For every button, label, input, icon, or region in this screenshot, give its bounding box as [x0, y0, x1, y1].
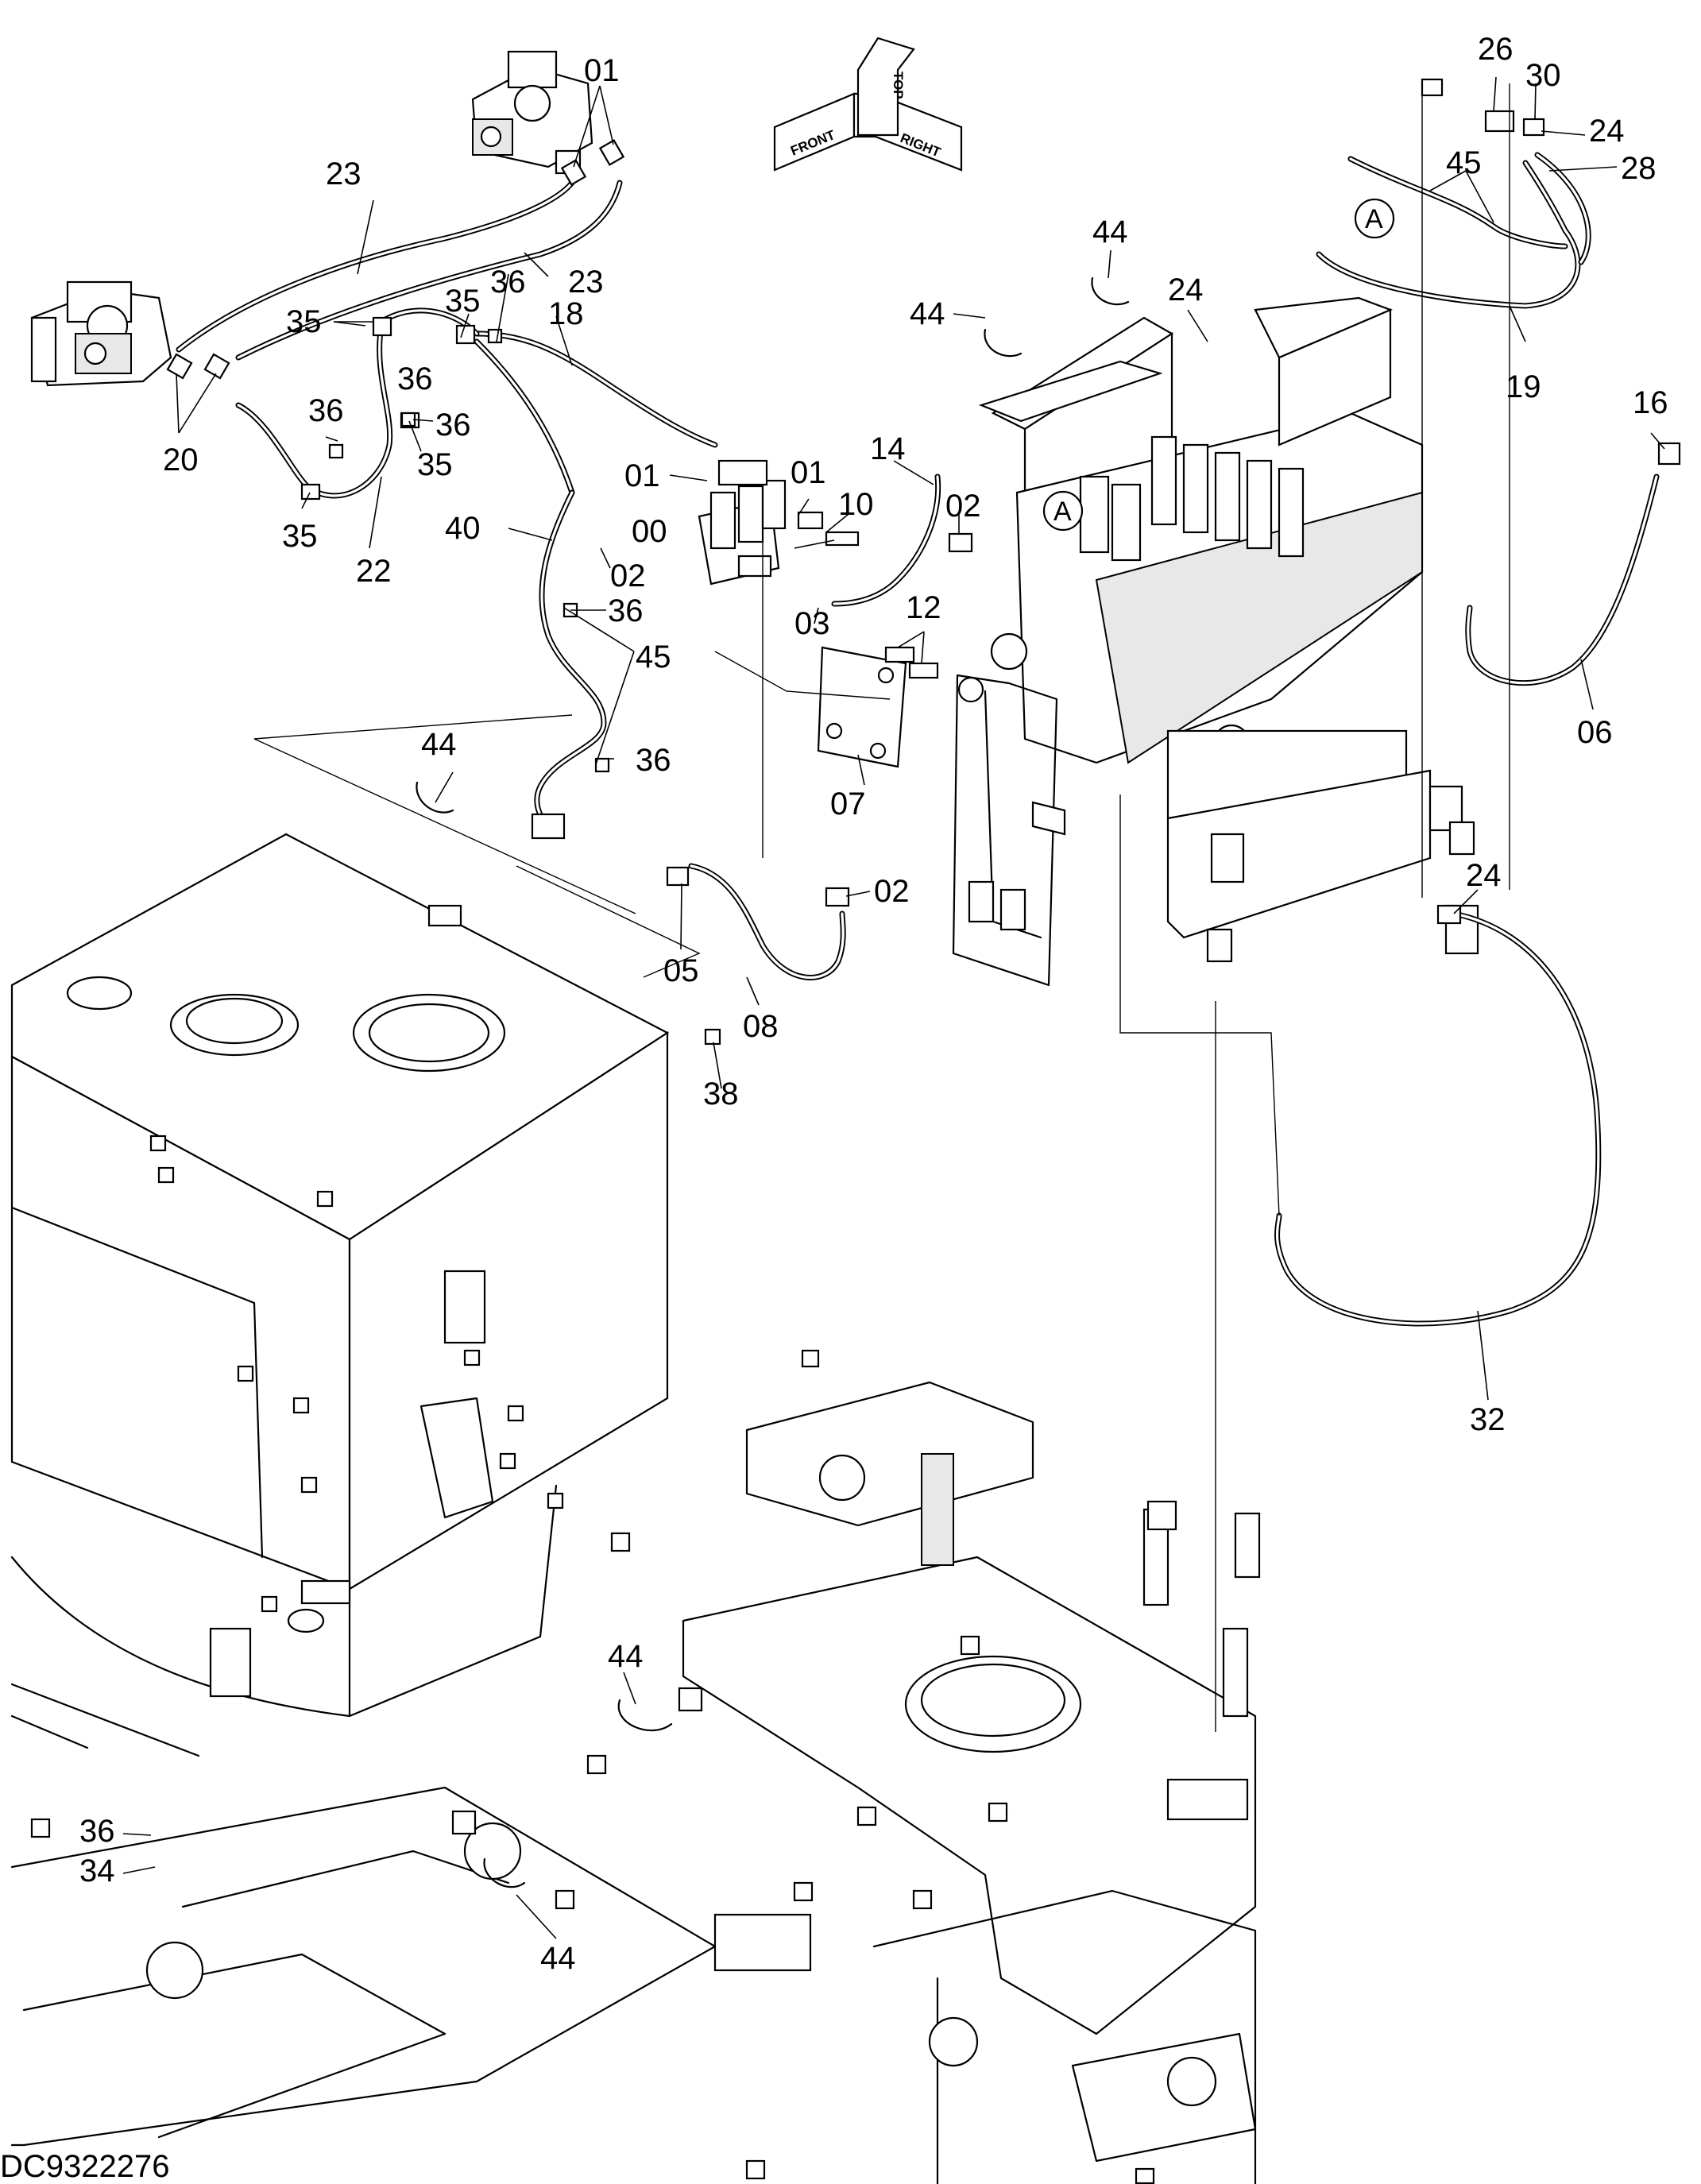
label-08: 08 [743, 1009, 779, 1044]
label-26: 26 [1478, 32, 1514, 67]
label-06: 06 [1577, 715, 1613, 750]
pilot-pump-lower [30, 280, 172, 387]
label-24: 24 [1168, 273, 1204, 307]
label-44: 44 [608, 1639, 644, 1674]
label-36: 36 [608, 593, 644, 628]
label-36: 36 [397, 361, 433, 396]
label-18: 18 [548, 296, 584, 331]
view-marker-a-top-label: A [1365, 204, 1383, 234]
view-marker-a-valve [1042, 490, 1084, 532]
valve-mount-frame [952, 674, 1058, 987]
leader-lines [122, 76, 1665, 1939]
label-44: 44 [421, 727, 457, 762]
label-35: 35 [282, 519, 318, 554]
hose-06 [1465, 474, 1660, 686]
label-44: 44 [540, 1941, 576, 1976]
view-marker-a-top [1354, 198, 1395, 239]
label-28: 28 [1621, 151, 1657, 186]
plate-07 [817, 646, 907, 768]
label-01: 01 [584, 53, 620, 88]
label-40: 40 [445, 511, 481, 546]
label-14: 14 [870, 431, 906, 466]
drawing-code: DC9322276 [0, 2149, 170, 2184]
label-35: 35 [286, 304, 322, 339]
label-45: 45 [636, 640, 671, 675]
label-44: 44 [1092, 215, 1128, 249]
harness-connector [531, 813, 566, 840]
part-labels: 01 23 23 36 18 35 35 36 36 36 20 35 35 2… [79, 32, 1668, 1976]
label-20: 20 [163, 443, 199, 477]
upper-frame [10, 1381, 1257, 2184]
label-36: 36 [490, 265, 526, 300]
label-45: 45 [1446, 145, 1482, 180]
solenoid-valve-00 [698, 459, 860, 586]
main-control-valve [990, 296, 1479, 955]
label-23: 23 [326, 157, 361, 191]
label-07: 07 [830, 787, 866, 821]
label-38: 38 [703, 1077, 739, 1111]
label-30: 30 [1525, 58, 1561, 93]
label-02: 02 [945, 489, 981, 524]
bracket-plate [978, 360, 1163, 423]
label-10: 10 [838, 487, 874, 522]
label-35: 35 [417, 447, 453, 482]
label-36: 36 [636, 743, 671, 778]
label-00: 00 [632, 514, 667, 549]
label-22: 22 [356, 554, 392, 589]
label-23: 23 [568, 265, 604, 300]
label-01: 01 [791, 455, 826, 490]
label-12: 12 [906, 590, 941, 625]
label-32: 32 [1470, 1402, 1506, 1437]
label-24: 24 [1466, 858, 1502, 893]
label-16: 16 [1633, 385, 1668, 420]
label-03: 03 [794, 606, 830, 641]
label-02: 02 [874, 874, 910, 909]
label-34: 34 [79, 1854, 115, 1888]
pilot-pump-upper [471, 50, 593, 175]
label-05: 05 [663, 953, 699, 988]
label-36: 36 [435, 408, 471, 443]
label-36: 36 [79, 1814, 115, 1849]
label-01: 01 [624, 458, 660, 493]
label-19: 19 [1506, 369, 1541, 404]
label-02: 02 [610, 559, 646, 593]
label-44: 44 [910, 296, 945, 331]
hose-08 [688, 863, 846, 980]
label-24: 24 [1589, 114, 1625, 149]
label-35: 35 [445, 284, 481, 319]
orientation-symbol: FRONT TOP RIGHT [773, 37, 963, 172]
label-36: 36 [308, 393, 344, 428]
view-marker-a-valve-label: A [1053, 497, 1072, 527]
orientation-top-label: TOP [891, 72, 906, 99]
hydraulic-tank [10, 833, 670, 1718]
